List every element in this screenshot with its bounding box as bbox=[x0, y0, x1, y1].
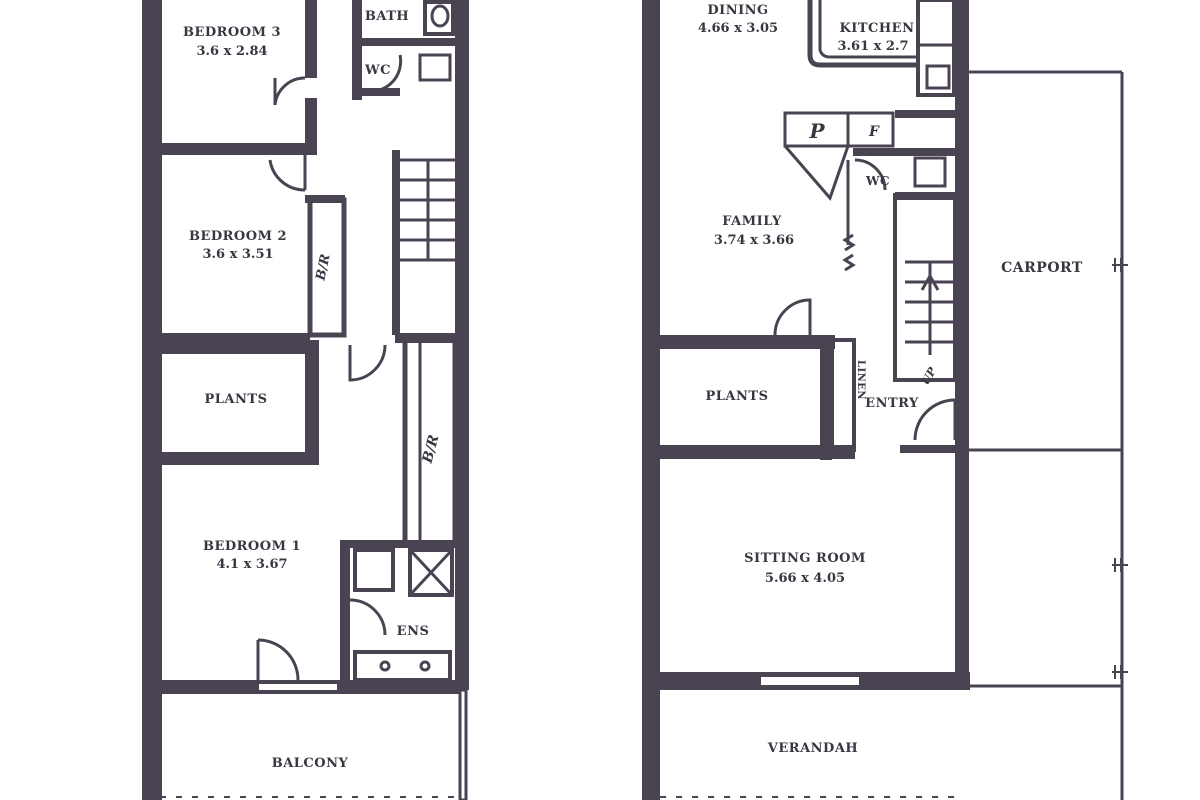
stair-up-label: UP bbox=[919, 365, 940, 388]
entry-door bbox=[913, 398, 957, 441]
family-screen bbox=[842, 160, 856, 272]
upper-east-wall bbox=[455, 0, 469, 690]
entry-label: ENTRY bbox=[865, 396, 919, 411]
ground-east-wall bbox=[955, 0, 969, 680]
family-door bbox=[773, 298, 812, 336]
bed1-size: 4.1 x 3.67 bbox=[216, 557, 287, 572]
verandah-label: VERANDAH bbox=[767, 741, 858, 756]
kitchen-size: 3.61 x 2.7 bbox=[837, 39, 908, 54]
pantry-p-label: P bbox=[808, 119, 825, 143]
linen-label: LINEN bbox=[855, 360, 866, 400]
sitting-size: 5.66 x 4.05 bbox=[765, 571, 845, 586]
family-size: 3.74 x 3.66 bbox=[714, 233, 794, 248]
kitchen-label: KITCHEN bbox=[840, 21, 915, 36]
upper-wc-label: WC bbox=[364, 63, 391, 78]
ground-plants-label: PLANTS bbox=[706, 389, 769, 404]
balcony-label: BALCONY bbox=[272, 756, 349, 771]
bed3-east-wall bbox=[305, 0, 317, 78]
robe-b-label: B/R bbox=[419, 433, 442, 466]
ground-west-wall bbox=[642, 0, 660, 800]
bed3-label: BEDROOM 3 bbox=[183, 25, 281, 40]
ens-door bbox=[349, 598, 387, 636]
bed2-door bbox=[268, 155, 307, 192]
dining-size: 4.66 x 3.05 bbox=[698, 21, 778, 36]
upper-west-wall bbox=[142, 0, 162, 800]
upper-floor-plan bbox=[142, 0, 469, 800]
ground-stair bbox=[893, 193, 957, 382]
ground-wc-label: WC bbox=[865, 174, 890, 188]
ground-wc-toilet bbox=[913, 156, 947, 188]
upper-stair bbox=[400, 158, 455, 262]
dining-label: DINING bbox=[707, 3, 768, 18]
ground-wc-door bbox=[854, 158, 887, 191]
sitting-label: SITTING ROOM bbox=[744, 551, 866, 566]
bed3-size: 3.6 x 2.84 bbox=[196, 44, 267, 59]
ens-shower bbox=[408, 548, 454, 597]
balcony-rail bbox=[458, 688, 468, 800]
wc-toilet bbox=[418, 53, 452, 82]
ens-label: ENS bbox=[397, 624, 430, 639]
family-label: FAMILY bbox=[722, 214, 782, 229]
kitchen-cabinets bbox=[916, 0, 956, 97]
bath-label: BATH bbox=[365, 9, 409, 24]
robe-a-label: B/R bbox=[313, 253, 333, 283]
bed1-label: BEDROOM 1 bbox=[203, 539, 301, 554]
bed1-door bbox=[256, 638, 300, 681]
carport-label: CARPORT bbox=[1001, 260, 1083, 276]
ground-floor-plan bbox=[642, 0, 1128, 800]
carport-outline bbox=[969, 70, 1124, 800]
bed3-door bbox=[273, 76, 306, 106]
bed2-label: BEDROOM 2 bbox=[189, 229, 287, 244]
kitchen-bench bbox=[807, 0, 920, 68]
upper-plants-label: PLANTS bbox=[205, 392, 268, 407]
hall-door bbox=[348, 344, 387, 382]
bath-tub bbox=[423, 0, 455, 36]
bed3-south-wall bbox=[155, 143, 305, 155]
ens-vanity bbox=[353, 650, 452, 682]
bed2-robe bbox=[307, 197, 347, 338]
pantry bbox=[783, 111, 895, 148]
pantry-f-label: F bbox=[868, 124, 880, 140]
linen-cupboard bbox=[830, 338, 856, 452]
ens-toilet bbox=[353, 548, 395, 592]
bed2-size: 3.6 x 3.51 bbox=[202, 247, 273, 262]
